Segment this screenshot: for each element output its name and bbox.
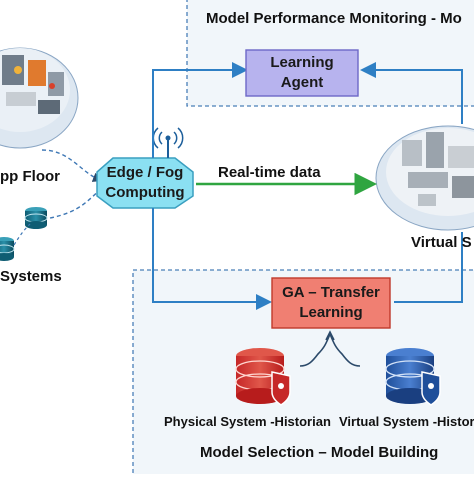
model-building-title: Model Selection – Model Building [200,444,439,461]
ga-transfer-line2: Learning [299,304,363,321]
shop-floor-illustration [0,47,79,149]
virtual-to-learning-agent-arrow [360,62,463,124]
ga-transfer-line1: GA – Transfer [282,284,380,301]
virtual-to-ga-arrow [394,232,463,303]
database-icon [24,207,48,229]
edge-fog-label: Edge / Fog Computing [97,163,193,203]
learning-agent-box [245,49,359,97]
databases-connector [13,223,31,246]
monitoring-panel-title: Model Performance Monitoring - Mo [206,10,462,27]
learning-agent-line2: Agent [280,74,324,91]
learning-agent-label: Learning Agent [246,53,358,93]
realtime-data-label: Real-time data [218,164,321,181]
shop-floor-label: pp Floor [0,168,60,185]
virtual-database-icon [385,348,441,407]
systems-to-edge-connector [49,189,101,219]
antenna-icon [152,127,184,158]
virtual-historian-label: Virtual System -Historian [339,414,474,429]
virtual-system-illustration [375,125,474,231]
learning-agent-line1: Learning [270,54,334,71]
brace-connector [299,333,361,367]
ga-transfer-label: GA – Transfer Learning [272,283,390,323]
ga-transfer-box [271,277,391,329]
brace-arrowhead [325,330,335,341]
physical-historian-label: Physical System -Historian [164,414,331,429]
edge-fog-line1: Edge / Fog [106,164,184,181]
edge-fog-node [96,157,194,209]
database-icon [0,237,15,261]
edge-to-ga-arrow [152,208,272,310]
systems-label: Systems [0,268,62,285]
edge-fog-line2: Computing [105,184,185,201]
physical-database-icon [235,348,291,407]
virtual-system-label: Virtual S [411,234,472,251]
shop-floor-to-edge-connector [41,149,103,182]
edge-to-learning-agent-arrow [152,62,248,158]
